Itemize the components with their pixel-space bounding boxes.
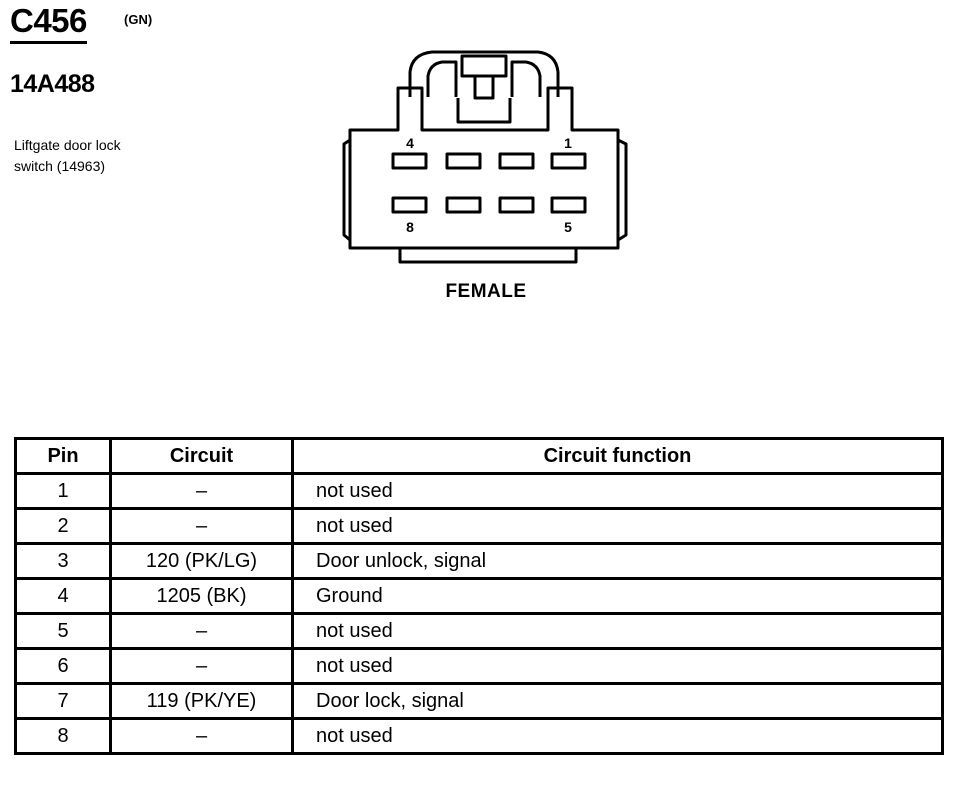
table-row: 2 – not used: [14, 507, 944, 545]
function-cell: not used: [291, 612, 944, 650]
pin-cell: 7: [14, 682, 112, 720]
cavity-6: [498, 196, 535, 214]
function-cell: Door unlock, signal: [291, 542, 944, 580]
cavity-label-5: 5: [564, 219, 572, 235]
table-row: 6 – not used: [14, 647, 944, 685]
latch-inner-right: [510, 60, 542, 97]
housing-right-rail: [617, 138, 628, 242]
table-row: 1 – not used: [14, 472, 944, 510]
cavity-label-8: 8: [406, 219, 414, 235]
pin-cell: 3: [14, 542, 112, 580]
circuit-cell: –: [109, 612, 294, 650]
circuit-cell: –: [109, 647, 294, 685]
latch-bar: [456, 98, 512, 124]
header-function: Circuit function: [291, 437, 944, 475]
cavity-1: [550, 152, 587, 170]
cavity-label-1: 1: [564, 135, 572, 151]
cavity-4: [391, 152, 428, 170]
header-circuit: Circuit: [109, 437, 294, 475]
pin-cell: 4: [14, 577, 112, 615]
latch-inner-left: [426, 60, 458, 97]
housing-body: [348, 86, 620, 250]
pin-cell: 5: [14, 612, 112, 650]
description-line-1: Liftgate door lock: [14, 137, 121, 153]
function-cell: not used: [291, 647, 944, 685]
pin-cell: 6: [14, 647, 112, 685]
cavity-label-4: 4: [406, 135, 414, 151]
table-row: 3 120 (PK/LG) Door unlock, signal: [14, 542, 944, 580]
table-header-row: Pin Circuit Circuit function: [14, 437, 944, 475]
housing-bottom-skirt: [398, 248, 578, 264]
connector-color: (GN): [124, 12, 153, 27]
table-row: 8 – not used: [14, 717, 944, 755]
circuit-cell: 120 (PK/LG): [109, 542, 294, 580]
function-cell: Door lock, signal: [291, 682, 944, 720]
pin-cell: 1: [14, 472, 112, 510]
function-cell: not used: [291, 472, 944, 510]
table-row: 4 1205 (BK) Ground: [14, 577, 944, 615]
cavity-3: [445, 152, 482, 170]
circuit-cell: –: [109, 717, 294, 755]
cavity-2: [498, 152, 535, 170]
cavity-5: [550, 196, 587, 214]
cavity-7: [445, 196, 482, 214]
function-cell: Ground: [291, 577, 944, 615]
header-pin: Pin: [14, 437, 112, 475]
housing-left-rail: [342, 138, 351, 242]
circuit-cell: 119 (PK/YE): [109, 682, 294, 720]
function-cell: not used: [291, 507, 944, 545]
table-row: 7 119 (PK/YE) Door lock, signal: [14, 682, 944, 720]
part-number: 14A488: [10, 70, 95, 98]
description-line-2: switch (14963): [14, 158, 106, 174]
pin-cell: 8: [14, 717, 112, 755]
latch-center: [473, 74, 495, 100]
cavity-8: [391, 196, 428, 214]
function-cell: not used: [291, 717, 944, 755]
circuit-cell: 1205 (BK): [109, 577, 294, 615]
pin-cell: 2: [14, 507, 112, 545]
connector-face-diagram: 4 1 8 5: [342, 50, 628, 264]
circuit-cell: –: [109, 507, 294, 545]
connector-gender: FEMALE: [445, 281, 527, 302]
connector-id: C456: [10, 2, 87, 44]
pinout-table: Pin Circuit Circuit function 1 – not use…: [14, 437, 944, 755]
latch-outline: [408, 50, 560, 97]
latch-tab: [460, 54, 508, 78]
connector-description: Liftgate door lock switch (14963): [14, 135, 214, 177]
circuit-cell: –: [109, 472, 294, 510]
table-row: 5 – not used: [14, 612, 944, 650]
